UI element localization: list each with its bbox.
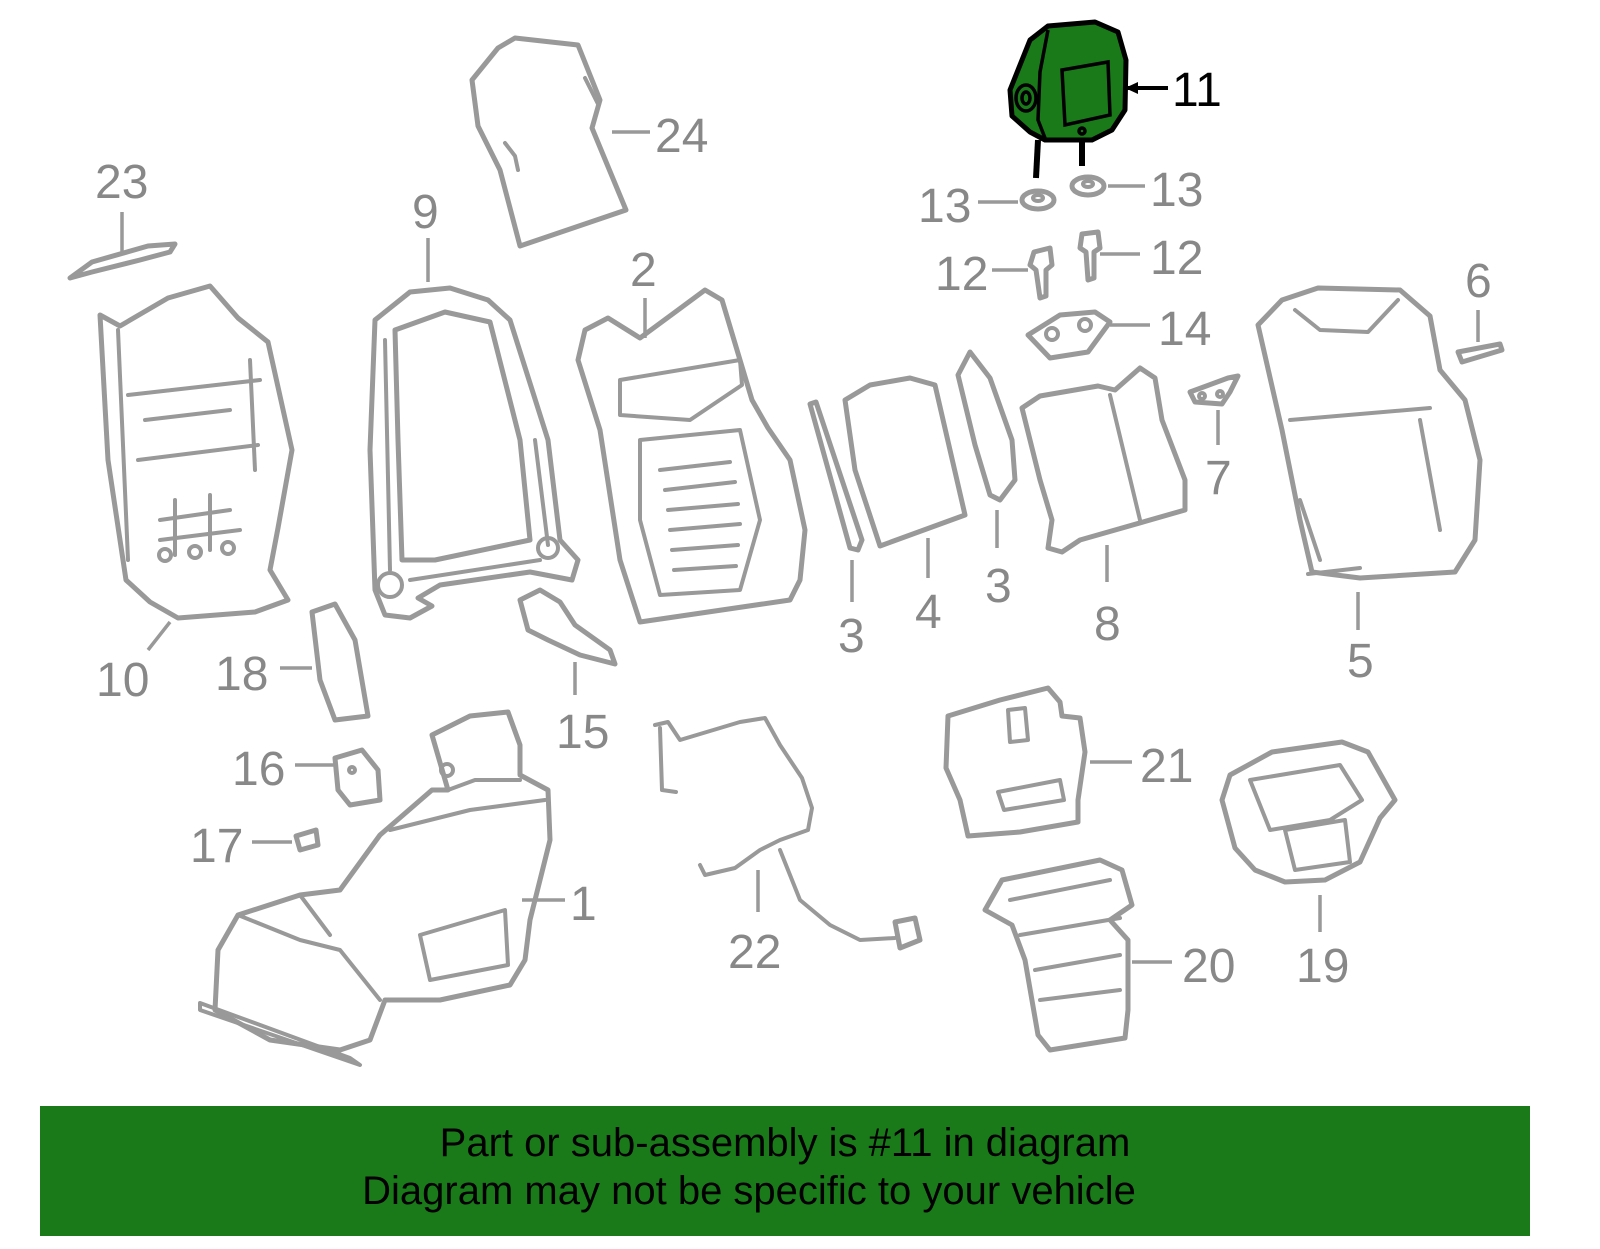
callout-20: 20	[1182, 940, 1235, 993]
part-1-seat-assembly[interactable]: 1	[198, 709, 597, 1067]
banner-line-1: Part or sub-assembly is #11 in diagram	[439, 1121, 1131, 1165]
part-21-module[interactable]: 21	[943, 685, 1193, 839]
callout-13a: 13	[918, 180, 971, 233]
callout-9: 9	[412, 186, 439, 239]
callout-11: 11	[1172, 64, 1222, 117]
callout-8: 8	[1094, 598, 1121, 651]
part-18-side-panel[interactable]: 18	[215, 601, 371, 723]
part-17-screw[interactable]: 17	[190, 820, 321, 873]
callout-21: 21	[1140, 740, 1193, 793]
callout-19: 19	[1296, 940, 1349, 993]
info-banner: Part or sub-assembly is #11 in diagram D…	[40, 1106, 1530, 1236]
part-14-plate[interactable]: 14	[1025, 303, 1211, 361]
callout-17: 17	[190, 820, 243, 873]
callout-24: 24	[655, 110, 708, 163]
callout-7: 7	[1205, 452, 1232, 505]
callout-14: 14	[1158, 303, 1211, 356]
part-20-lumbar-unit[interactable]: 20	[982, 857, 1235, 1053]
part-16-bracket[interactable]: 16	[232, 743, 383, 808]
part-22-wiring-harness[interactable]: 22	[653, 716, 923, 979]
callout-16: 16	[232, 743, 285, 796]
callout-1: 1	[570, 878, 597, 931]
part-7-bracket[interactable]: 7	[1187, 373, 1241, 505]
part-24-back-panel[interactable]: 24	[469, 35, 708, 249]
part-12-guide-right[interactable]: 12	[1077, 229, 1203, 285]
part-10-seat-back-shell[interactable]: 10	[96, 283, 295, 707]
callout-15: 15	[556, 706, 609, 759]
callout-4: 4	[915, 586, 942, 639]
part-23-trim-strip[interactable]: 23	[67, 156, 178, 281]
callout-10: 10	[96, 654, 149, 707]
part-3-side-pad-right[interactable]: 3	[955, 349, 1018, 613]
part-13-bushing-right[interactable]: 13	[1069, 164, 1203, 217]
callout-3b: 3	[985, 560, 1012, 613]
part-12-guide-left[interactable]: 12	[935, 245, 1055, 301]
part-9-seat-back-frame[interactable]: 9	[367, 186, 581, 621]
callout-6: 6	[1465, 255, 1492, 308]
callout-22: 22	[728, 926, 781, 979]
part-6-clip[interactable]: 6	[1455, 255, 1505, 365]
part-8-heater-pad[interactable]: 8	[1019, 365, 1188, 651]
callout-12a: 12	[935, 248, 988, 301]
part-4-pad[interactable]: 4	[842, 375, 968, 639]
callout-23: 23	[95, 156, 148, 209]
callout-13b: 13	[1150, 164, 1203, 217]
callout-3a: 3	[838, 610, 865, 663]
part-3-strip-left[interactable]: 3	[807, 399, 865, 663]
part-15-side-bolster[interactable]: 15	[517, 587, 618, 759]
callout-12b: 12	[1150, 232, 1203, 285]
callout-18: 18	[215, 648, 268, 701]
part-11-headrest[interactable]: 11	[1007, 19, 1222, 179]
part-13-bushing-left[interactable]: 13	[918, 180, 1057, 233]
banner-line-2: Diagram may not be specific to your vehi…	[362, 1169, 1136, 1213]
part-19-massage-module[interactable]: 19	[1219, 739, 1398, 993]
callout-5: 5	[1347, 635, 1374, 688]
part-2-seat-back-cushion[interactable]: 2	[575, 244, 808, 625]
callout-2: 2	[630, 244, 657, 297]
part-5-seat-back-cover[interactable]: 5	[1255, 285, 1483, 688]
